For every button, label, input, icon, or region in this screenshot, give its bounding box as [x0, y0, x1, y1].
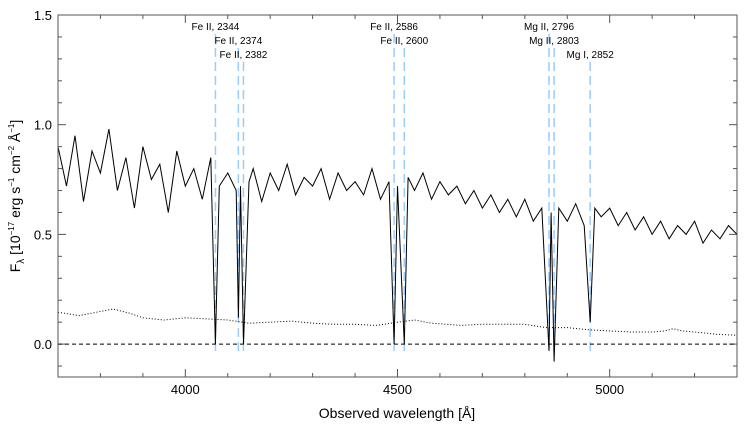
- x-tick-label: 5000: [595, 382, 624, 397]
- flux-spectrum: [57, 129, 738, 362]
- absorption-line-label: Fe II, 2344: [192, 22, 240, 33]
- x-axis-label: Observed wavelength [Å]: [319, 405, 475, 421]
- absorption-line-markers: Fe II, 2344 Fe II, 2374 Fe II, 2382 Fe II, …: [192, 22, 615, 355]
- x-tick-label: 4000: [171, 382, 200, 397]
- absorption-line-label: Fe II, 2586: [370, 22, 418, 33]
- absorption-line-label: Fe II, 2600: [380, 36, 428, 47]
- x-tick-label: 4500: [383, 382, 412, 397]
- error-spectrum: [57, 308, 738, 336]
- axis-ticks: 4000 4500 5000 0.0 0.5 1.0 1.5: [34, 8, 738, 397]
- y-tick-label: 1.0: [34, 118, 52, 133]
- absorption-line-label: Mg II, 2803: [529, 36, 579, 47]
- absorption-line-label: Fe II, 2382: [220, 50, 268, 61]
- y-tick-label: 1.5: [34, 8, 52, 23]
- absorption-line-label: Mg I, 2852: [567, 50, 615, 61]
- y-axis-label: Fλ [10−17 erg s−1 cm−2 Å−1]: [7, 120, 27, 273]
- absorption-line-label: Mg II, 2796: [524, 22, 574, 33]
- y-tick-label: 0.5: [34, 227, 52, 242]
- y-tick-label: 0.0: [34, 337, 52, 352]
- plot-frame: [57, 14, 738, 378]
- absorption-line-label: Fe II, 2374: [214, 36, 262, 47]
